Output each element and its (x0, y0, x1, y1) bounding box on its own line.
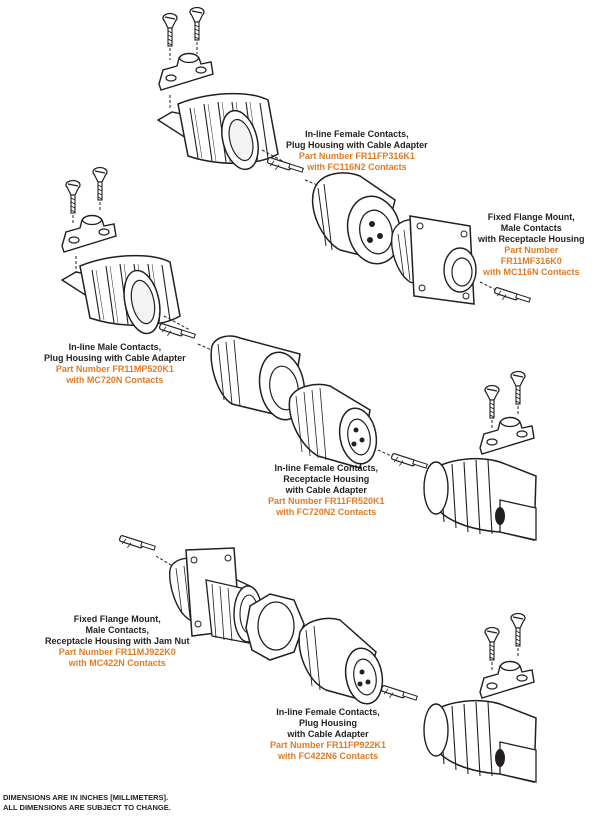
callout-line: In-line Female Contacts, (274, 463, 379, 473)
screw-icon (510, 370, 526, 405)
part-number: FR11MF316K0 (500, 256, 562, 266)
assembly-fr520 (288, 370, 537, 541)
part-number-label: Part Number (504, 245, 559, 255)
dimensions-footnote: DIMENSIONS ARE IN INCHES [MILLIMETERS]. … (3, 793, 171, 812)
part-number: Part Number FR11FP922K1 (270, 740, 387, 750)
callout-mp520: In-line Male Contacts, Plug Housing with… (44, 342, 186, 386)
callout-line: Receptacle Housing (283, 474, 370, 484)
male-contact-icon (158, 322, 196, 339)
screw-icon (484, 384, 500, 419)
callout-line: Fixed Flange Mount, (73, 614, 161, 624)
flange-receptacle-icon (391, 215, 477, 305)
screw-icon (92, 166, 108, 201)
male-contact-icon (118, 534, 156, 551)
contacts-spec: with FC720N2 Contacts (276, 507, 377, 517)
callout-line: In-line Male Contacts, (68, 342, 162, 352)
part-number: Part Number FR11MP520K1 (55, 364, 174, 374)
assembly-fp316 (156, 6, 531, 305)
part-number: Part Number FR11FP316K1 (298, 151, 415, 161)
cable-adapter-grip-icon (423, 699, 537, 783)
contacts-spec: with MC116N Contacts (483, 267, 580, 277)
female-contact-icon (390, 452, 428, 469)
callout-line: Plug Housing (299, 718, 358, 728)
footnote-line: DIMENSIONS ARE IN INCHES [MILLIMETERS]. (3, 793, 169, 802)
callout-mf316: Fixed Flange Mount, Male Contacts with R… (478, 212, 585, 278)
cable-clamp-icon (479, 416, 535, 455)
assembly-mj922 (118, 534, 305, 661)
part-number: Part Number FR11FR520K1 (268, 496, 385, 506)
cable-clamp-icon (61, 214, 117, 253)
callout-line: with Cable Adapter (285, 485, 367, 495)
contacts-spec: with FC422N6 Contacts (278, 751, 379, 761)
cable-clamp-icon (158, 52, 214, 91)
contacts-spec: with MC720N Contacts (66, 375, 164, 385)
callout-fp922: In-line Female Contacts, Plug Housing wi… (270, 707, 386, 762)
callout-fp316: In-line Female Contacts, Plug Housing wi… (286, 129, 428, 173)
screw-icon (189, 6, 205, 41)
callout-line: Fixed Flange Mount, (487, 212, 575, 222)
footnote-line: ALL DIMENSIONS ARE SUBJECT TO CHANGE. (3, 802, 171, 812)
callout-line: In-line Female Contacts, (276, 707, 380, 717)
callout-line: In-line Female Contacts, (305, 129, 409, 139)
jam-nut-icon (245, 593, 305, 661)
callout-fr520: In-line Female Contacts, Receptacle Hous… (268, 463, 385, 518)
callout-line: Male Contacts (500, 223, 562, 233)
part-number: Part Number FR11MJ922K0 (58, 647, 176, 657)
screw-icon (162, 12, 178, 47)
callout-line: Plug Housing with Cable Adapter (44, 353, 186, 363)
callout-line: with Receptacle Housing (478, 234, 585, 244)
callout-line: Male Contacts, (85, 625, 150, 635)
screw-icon (65, 179, 81, 214)
plug-housing-icon (311, 172, 402, 265)
callout-mj922: Fixed Flange Mount, Male Contacts, Recep… (45, 614, 190, 669)
contacts-spec: with MC422N Contacts (68, 658, 166, 668)
assembly-fp922 (298, 612, 537, 783)
contacts-spec: with FC116N2 Contacts (307, 162, 407, 172)
cable-adapter-grip-icon (423, 457, 537, 541)
receptacle-housing-icon (288, 383, 378, 469)
female-contact-icon (380, 684, 418, 701)
callout-line: with Cable Adapter (287, 729, 369, 739)
male-contact-icon (493, 286, 531, 303)
callout-line: Plug Housing with Cable Adapter (286, 140, 428, 150)
plug-housing-icon (298, 617, 384, 705)
screw-icon (510, 612, 526, 647)
cable-clamp-icon (479, 660, 535, 699)
callout-line: Receptacle Housing with Jam Nut (45, 636, 190, 646)
screw-icon (484, 626, 500, 661)
